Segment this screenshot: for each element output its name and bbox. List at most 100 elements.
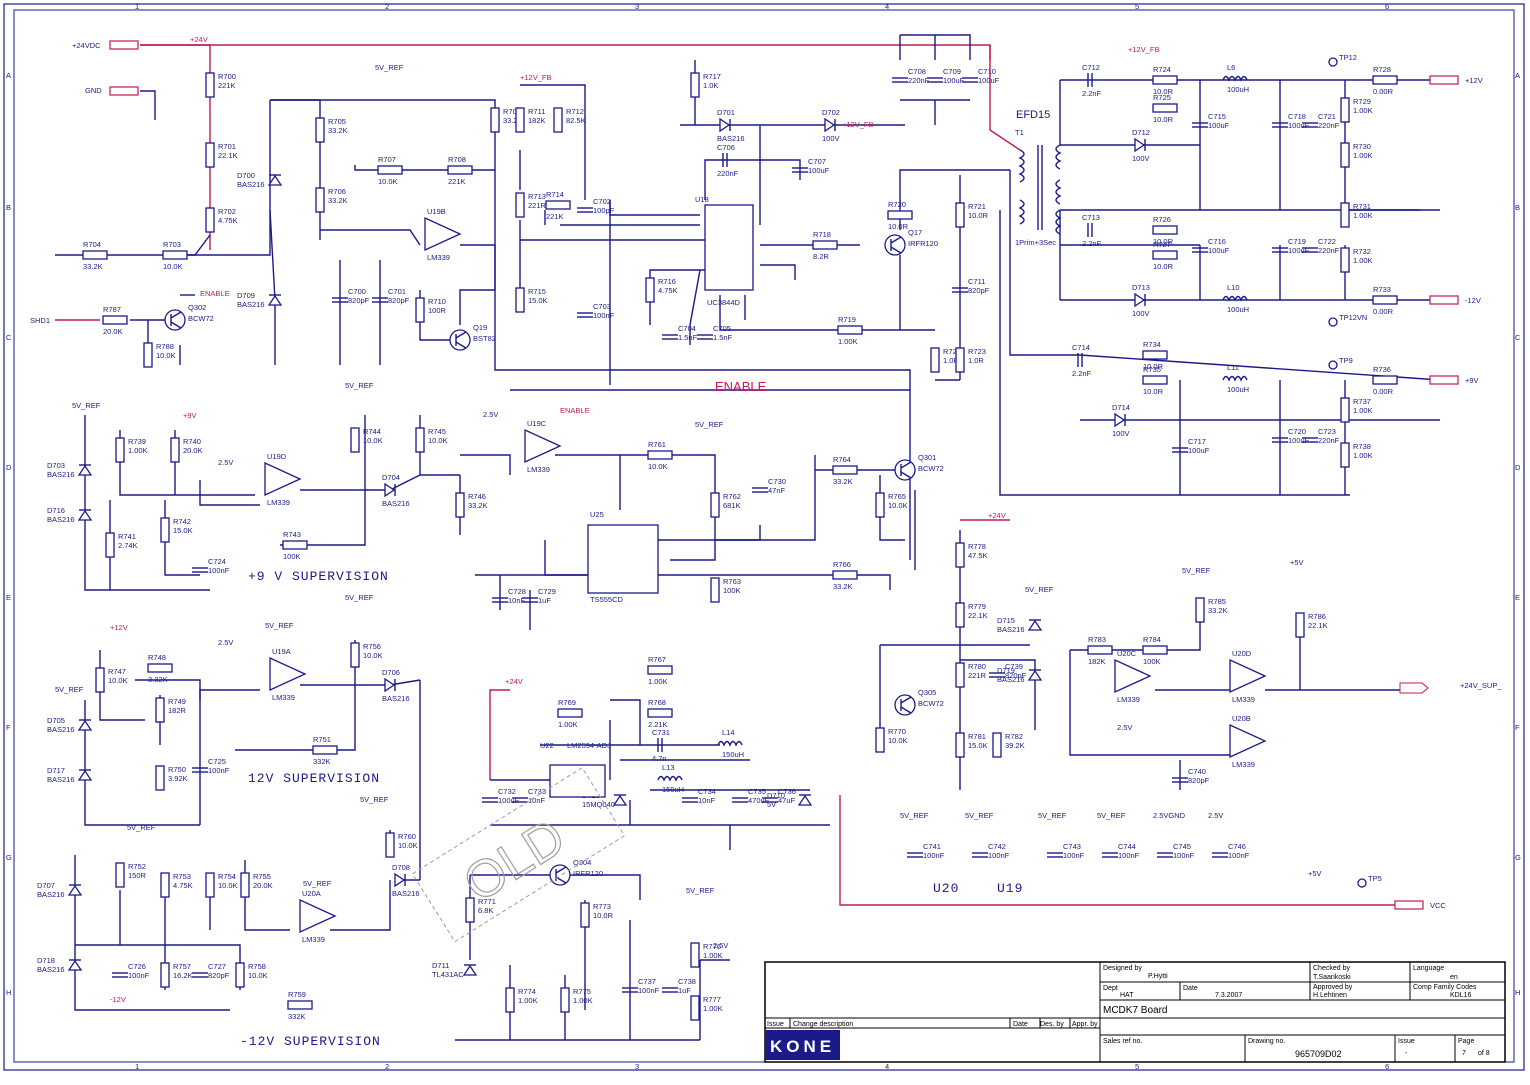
value-label: 2.74K [118,541,138,550]
value-label: 8.2R [813,252,829,261]
ref-label: C712 [1082,63,1100,72]
net-label-p12v: +12V [110,623,128,632]
ref-label: U20B [1232,714,1251,723]
value-label: 1uF [538,596,551,605]
value-label: 47.5K [968,551,988,560]
ref-label: R773 [593,902,611,911]
ref-label: C717 [1188,437,1206,446]
ref-label: R719 [838,315,856,324]
ruler-col-top: 5 [1135,2,1139,11]
component-c712: C712 2.2nF [1082,63,1102,98]
ref-label: Q305 [918,688,936,697]
value-label: 3.92K [168,774,188,783]
ruler-row-right: C [1515,333,1521,342]
value-label: 1.00K [648,677,668,686]
ref-label: R780 [968,662,986,671]
ref-label: D709 [237,291,255,300]
value-label: 2.2nF [1082,89,1102,98]
value-label: 100uF [498,796,520,805]
ref-label: R737 [1353,397,1371,406]
value-label: 1.00K [703,951,723,960]
value-label: 100nF [1228,851,1250,860]
net-label-v5ref: 5V_REF [265,621,294,630]
net-label-v5ref: 5V_REF [900,811,929,820]
value-label: 820pF [348,296,370,305]
ref-label: L14 [722,728,735,737]
ref-label: U20C [1117,649,1137,658]
value-label: BAS216 [47,775,75,784]
value-label: 100V [1112,429,1130,438]
ref-label: R725 [1153,93,1171,102]
ref-label: R754 [218,872,236,881]
ref-label: C734 [698,787,716,796]
value-label: BAS216 [237,180,265,189]
tb-language: en [1450,974,1458,981]
value-label: 10.0R [1143,362,1164,371]
net-label-v5ref: 5V_REF [1025,585,1054,594]
value-label: 100nF [1173,851,1195,860]
value-label: 221R [528,201,547,210]
ref-label: R722 [943,347,961,356]
ref-label: R724 [1153,65,1171,74]
tb-sales-label: Sales ref no. [1103,1038,1142,1045]
net-label-enable: ENABLE [560,406,590,415]
ref-label: C711 [968,277,985,286]
ruler-col-bottom: 6 [1385,1062,1389,1071]
net-label-gnd: GND [85,86,102,95]
net-label-m12v: -12V [110,995,126,1004]
value-label: 10.0R [1153,87,1174,96]
ruler-col-bottom: 2 [385,1062,389,1071]
component-tp12: TP12 [1328,53,1357,67]
value-label: 33.2K [833,582,853,591]
ic-u25-body [587,524,659,594]
ruler-row-left: G [6,853,12,862]
tb-checked-label: Checked by [1313,965,1350,972]
ref-label: C714 [1072,343,1090,352]
ref-label: R730 [1353,142,1371,151]
ref-label: R734 [1143,340,1161,349]
value-label: 1.00K [1353,256,1373,265]
ref-label: R728 [1373,65,1391,74]
ref-label: C720 [1288,427,1306,436]
ref-label: R713 [528,192,546,201]
value-label: BAS216 [382,499,410,508]
value-label: 820pF [388,296,410,305]
value-label: BAS216 [382,694,410,703]
value-label: 182K [528,116,546,125]
